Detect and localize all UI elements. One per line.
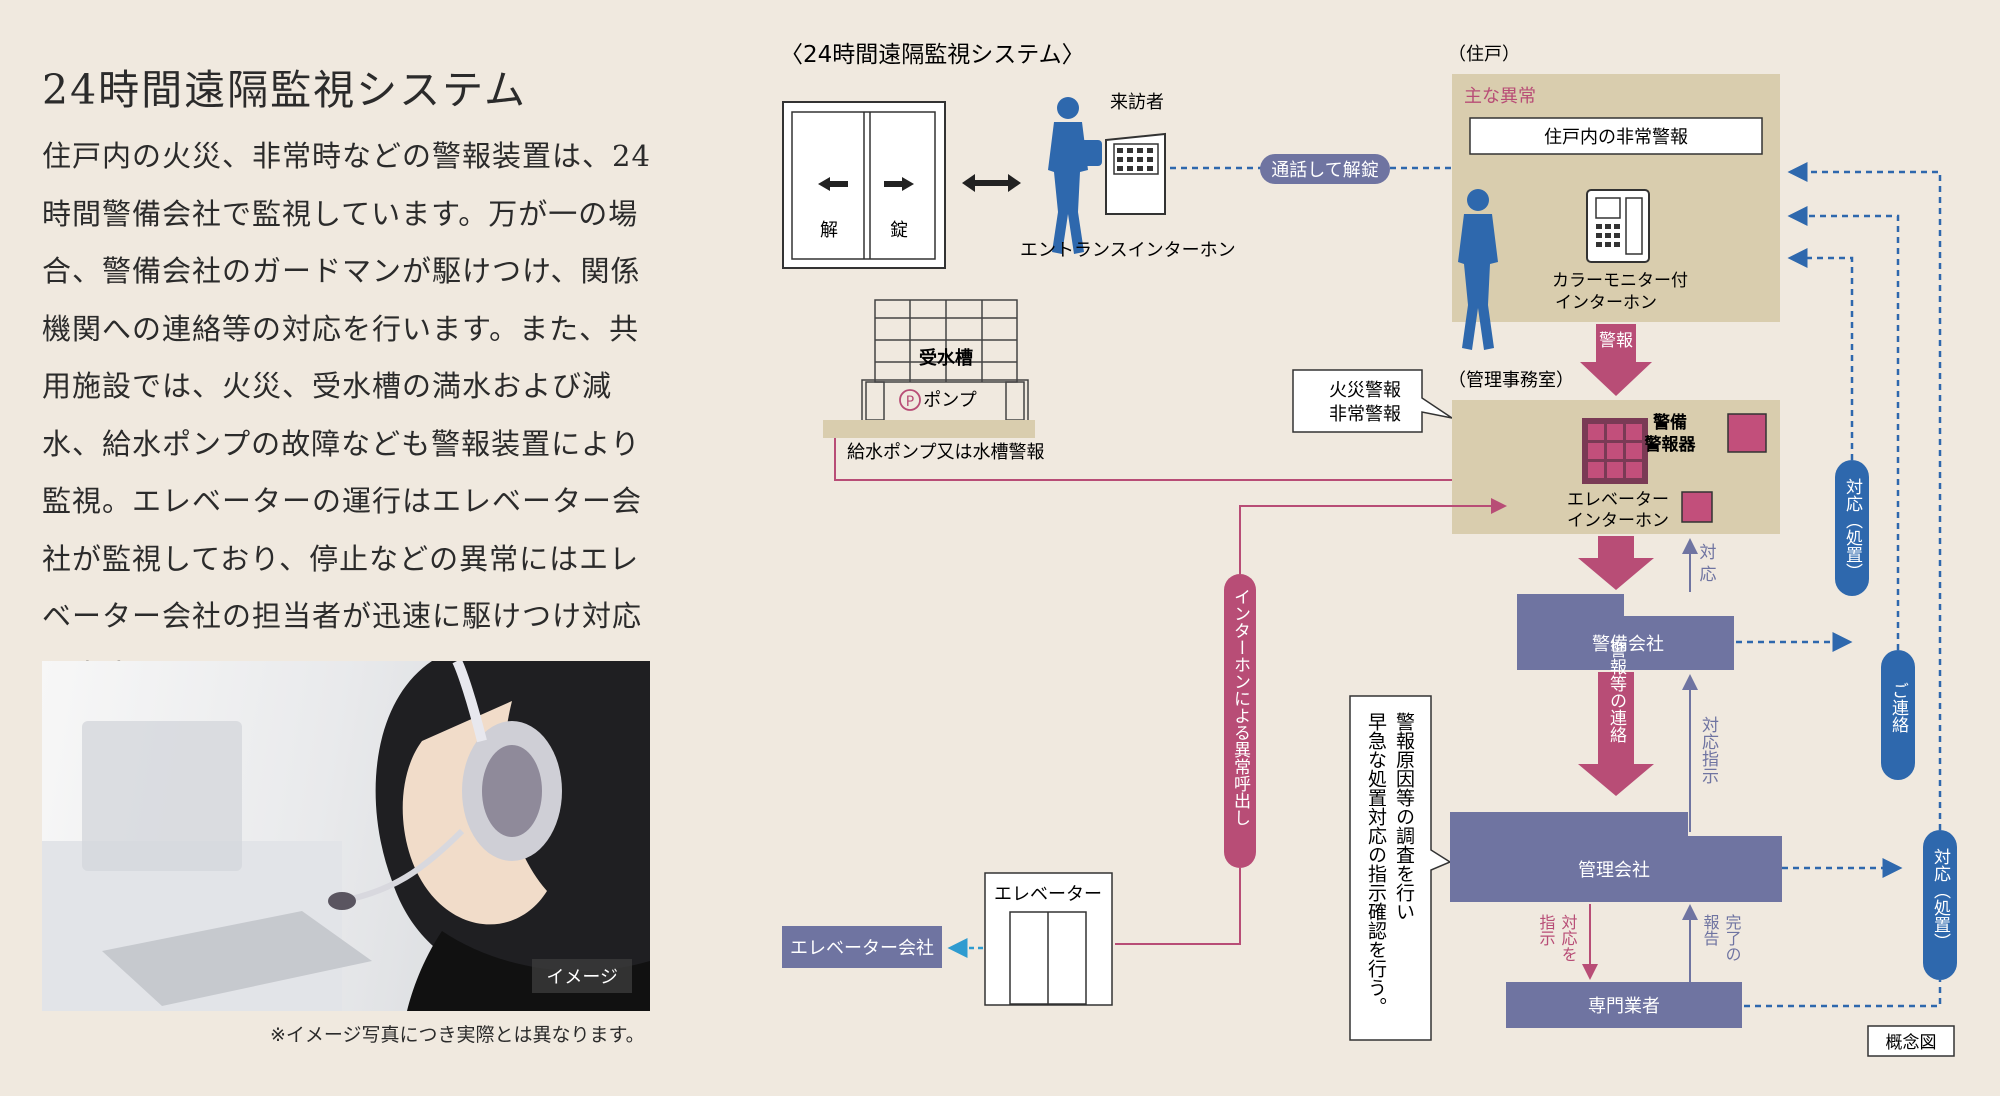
- alarm-contact-arrow: [1578, 672, 1654, 796]
- pump-p-letter: P: [906, 394, 914, 410]
- door-lock-label: 錠: [890, 220, 908, 241]
- emergency-alarm-label: 非常警報: [1329, 404, 1401, 425]
- visitor-label: 来訪者: [1110, 92, 1164, 113]
- diagram-title: 〈24時間遠隔監視システム〉: [780, 42, 1085, 68]
- management-company-box: [1450, 812, 1782, 902]
- security-company-box: [1517, 594, 1734, 670]
- security-alarm-label-1: 警備: [1652, 412, 1687, 433]
- alarm-panel-icon: [1582, 418, 1648, 484]
- operator-photo: イメージ: [42, 661, 650, 1011]
- alarm-arrow-label: 警報: [1599, 331, 1633, 351]
- photo-caption: ※イメージ写真につき実際とは異なります。: [270, 1024, 645, 1046]
- intercom-call-line-bottom: [1115, 868, 1241, 945]
- security-alarm-label-2: 警報器: [1644, 434, 1697, 455]
- pump-alarm-label: 給水ポンプ又は水槽警報: [847, 442, 1044, 463]
- elevator-doors-icon: [1009, 911, 1087, 1005]
- main-abnormal-label: 主な異常: [1464, 86, 1536, 107]
- elevator-company-label: エレベーター会社: [790, 938, 934, 959]
- response-instruction-label: 対応指示: [1698, 716, 1719, 784]
- instruct-response-label-1: 対応を: [1559, 914, 1578, 962]
- investigation-note: [1349, 695, 1452, 1041]
- security-company-label: 警備会社: [1592, 634, 1664, 655]
- talk-unlock-badge: [1260, 154, 1390, 184]
- section-heading: 24時間遠隔監視システム: [42, 66, 527, 114]
- intercom-call-line-top: [1239, 498, 1507, 574]
- contact-label: ご連絡: [1888, 682, 1909, 733]
- concept-label: 概念図: [1886, 1032, 1937, 1053]
- entrance-door: [782, 101, 946, 269]
- door-unlock-label: 解: [820, 220, 838, 241]
- specialist-box: [1506, 982, 1742, 1028]
- contact-pill: [1881, 650, 1915, 780]
- response-char-2: 応: [1700, 565, 1717, 585]
- fire-alarm-callout: [1292, 369, 1453, 433]
- response-treatment-pill-1: [1835, 460, 1869, 596]
- water-tank-label: 受水槽: [919, 347, 973, 369]
- response-treatment-pill-2: [1923, 830, 1957, 980]
- entrance-intercom-label: エントランスインターホン: [1020, 240, 1236, 261]
- mgmt-office-label: （管理事務室）: [1448, 370, 1574, 391]
- dispatch-arrow: [1578, 536, 1654, 590]
- dwelling-alarm-label: 住戸内の非常警報: [1544, 127, 1688, 148]
- intercom-call-pill: [1224, 574, 1256, 868]
- investigation-line-2: 早急な処置対応の指示確認を行う。: [1365, 712, 1387, 1016]
- talk-unlock-label: 通話して解錠: [1271, 160, 1378, 181]
- response-treatment-label-1: 対応（処置）: [1842, 478, 1863, 580]
- water-tank-icon: [861, 299, 1029, 423]
- elevator-intercom-square: [1681, 491, 1713, 523]
- response-char-1: 対: [1700, 543, 1717, 563]
- response-treatment-label-2: 対応（処置）: [1930, 848, 1951, 950]
- alarm-contact-label: 警報等の連絡: [1606, 641, 1627, 743]
- instruct-response-label-2: 指示: [1537, 914, 1556, 946]
- report-complete-label-1: 完了の: [1723, 914, 1742, 962]
- description-paragraph: 住戸内の火災、非常時などの警報装置は、24時間警備会社で監視しています。万が一の…: [42, 139, 651, 691]
- elevator-label: エレベーター: [994, 884, 1102, 905]
- specialist-label: 専門業者: [1588, 996, 1660, 1017]
- resident-icon: [1458, 189, 1498, 350]
- dwelling-alarm-box: [1469, 117, 1763, 155]
- visitor-icon: [1048, 97, 1102, 254]
- elevator-company-box: [782, 926, 942, 968]
- security-alarm-square: [1727, 413, 1767, 453]
- double-arrow-icon: [962, 174, 1021, 192]
- entrance-intercom-icon: [1105, 132, 1166, 215]
- pump-alarm-line: [834, 438, 1507, 488]
- response-treatment-lines: [1736, 162, 1942, 1008]
- management-company-label: 管理会社: [1578, 860, 1650, 881]
- pump-label: ポンプ: [923, 390, 976, 411]
- color-monitor-label-2: インターホン: [1555, 293, 1657, 313]
- color-monitor-intercom-icon: [1586, 189, 1650, 263]
- elevator-intercom-label-1: エレベーター: [1567, 490, 1669, 510]
- investigation-line-1: 警報原因等の調査を行い: [1393, 712, 1415, 921]
- report-complete-label-2: 報告: [1701, 914, 1720, 946]
- color-monitor-label-1: カラーモニター付: [1552, 271, 1688, 291]
- elevator-intercom-label-2: インターホン: [1567, 511, 1669, 531]
- alarm-arrow: [1580, 324, 1652, 396]
- image-tag: イメージ: [532, 959, 632, 993]
- concept-badge: [1867, 1025, 1955, 1057]
- fire-alarm-label: 火災警報: [1329, 380, 1401, 401]
- dwelling-label: （住戸）: [1448, 44, 1520, 65]
- intercom-call-label: インターホンによる異常呼出し: [1230, 588, 1251, 826]
- pump-p-circle: [899, 389, 921, 411]
- tank-base: [823, 420, 1035, 438]
